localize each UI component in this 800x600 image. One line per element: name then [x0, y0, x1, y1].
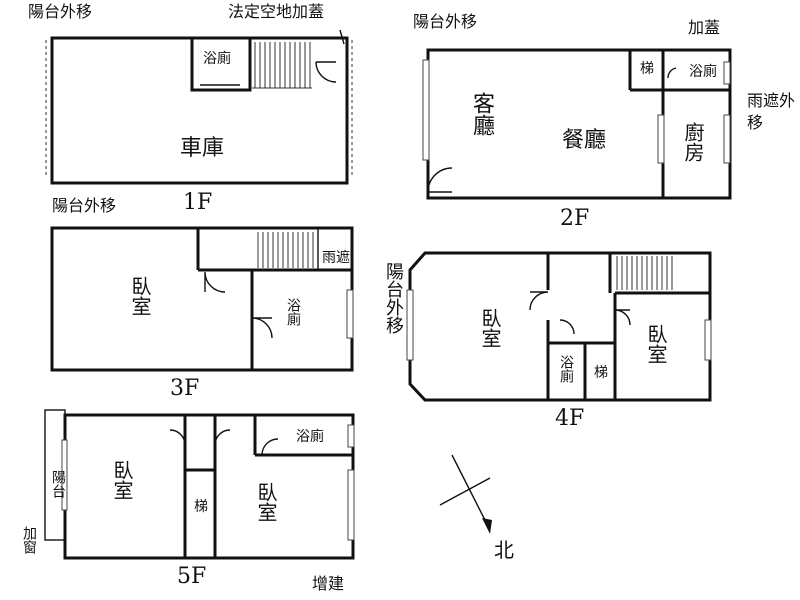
- f2-kitchen-label: 廚房: [681, 122, 705, 162]
- floor-2-plan: [422, 48, 732, 200]
- f5-bedroom-1-label: 臥室: [110, 460, 134, 500]
- floor-4f-title: 4F: [555, 406, 585, 431]
- floor-3f-title: 3F: [170, 376, 200, 401]
- f1-open-space-note: 法定空地加蓋: [228, 2, 325, 21]
- f5-bedroom-2-label: 臥室: [254, 482, 278, 522]
- f2-balcony-note: 陽台外移: [413, 12, 478, 31]
- f3-bedroom-label: 臥室: [128, 276, 152, 316]
- f3-balcony-note: 陽台外移: [52, 196, 117, 215]
- f1-balcony-note: 陽台外移: [28, 2, 93, 21]
- f2-bath-label: 浴廁: [689, 64, 717, 80]
- f4-bath-label: 浴廁: [558, 355, 574, 383]
- f3-awning-label: 雨遮: [322, 250, 350, 266]
- floor-5-plan: [44, 409, 355, 560]
- floor-1f-title: 1F: [183, 190, 213, 215]
- f2-awning-note: 雨遮外移: [747, 91, 796, 133]
- f2-stairs-label: 梯: [640, 61, 654, 77]
- f1-garage-label: 車庫: [180, 136, 225, 161]
- floor-2f-title: 2F: [560, 206, 590, 231]
- f4-stairs-label: 梯: [594, 365, 608, 381]
- f1-bath-label: 浴廁: [203, 51, 231, 67]
- f4-balcony-note: 陽台外移: [383, 262, 404, 334]
- f5-window-note: 加窗: [21, 526, 37, 554]
- compass-north-label: 北: [494, 538, 514, 562]
- f2-dining-label: 餐廳: [562, 128, 607, 153]
- f5-extension-note: 增建: [312, 574, 345, 593]
- f5-stairs-label: 梯: [194, 499, 208, 515]
- floor-4-plan: [406, 251, 712, 402]
- floor-1-plan: [45, 29, 353, 185]
- f5-balcony-label: 陽台: [50, 470, 66, 498]
- f2-living-label: 客廳: [469, 92, 494, 136]
- f4-bedroom-1-label: 臥室: [478, 308, 502, 348]
- f3-bath-label: 浴廁: [285, 298, 301, 326]
- north-arrow: [439, 454, 492, 534]
- f2-addition-note: 加蓋: [688, 18, 721, 37]
- f4-bedroom-2-label: 臥室: [644, 324, 668, 364]
- f5-bath-label: 浴廁: [296, 429, 324, 445]
- floor-3-plan: [50, 226, 354, 372]
- floor-5f-title: 5F: [177, 564, 207, 589]
